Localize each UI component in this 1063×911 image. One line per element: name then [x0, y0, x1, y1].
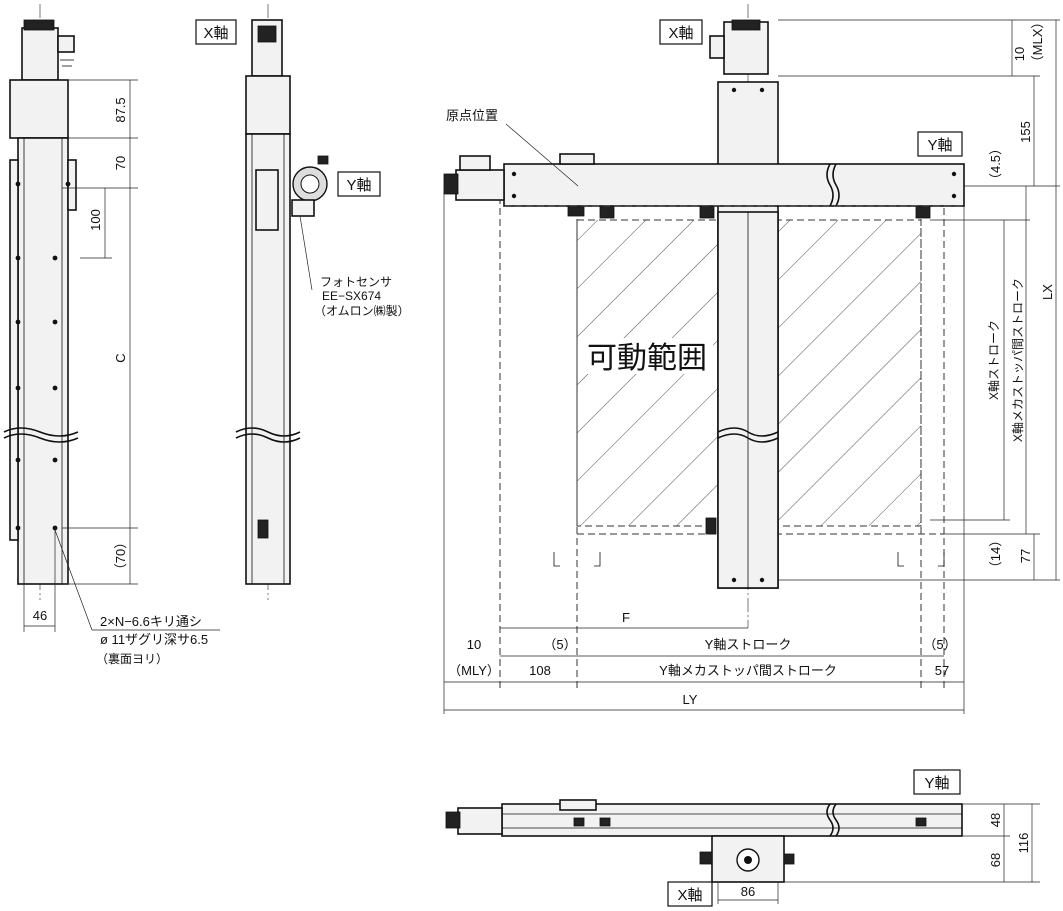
dim-10-x: 10 [1012, 47, 1027, 61]
x-axis-tag-1: X軸 [203, 25, 228, 42]
hole-note-2: ø 11ザグリ深サ6.5 [100, 632, 208, 647]
y-stroke-label: Y軸ストローク [705, 637, 792, 652]
y-axis-tag-1: Y軸 [346, 177, 371, 194]
dim-100: 100 [88, 209, 103, 231]
dim-155: 155 [1018, 121, 1033, 143]
dim-116: 116 [1016, 833, 1031, 854]
dim-5-left: （5） [543, 637, 576, 652]
photo-sensor [291, 155, 329, 217]
photo-sensor-maker: （オムロン㈱製） [314, 304, 410, 318]
dim-108: 108 [529, 663, 551, 678]
x-axis-front-view: 87.5 70 100 C （70） 46 2×N−6.6キリ通シ ø 11ザグ… [3, 4, 220, 666]
y-axis-tag-2: Y軸 [927, 137, 952, 154]
dim-70-paren: （70） [113, 536, 128, 576]
mounting-holes [15, 181, 71, 531]
dim-5-right: （5） [923, 637, 956, 652]
y-axis-tag-3: Y軸 [924, 775, 949, 792]
x-axis-tag-2: X軸 [668, 25, 693, 42]
origin-label: 原点位置 [446, 108, 498, 123]
x-mech-stroke-label: X軸メカストッパ間ストローク [1011, 278, 1025, 442]
dim-mlx: （MLX） [1030, 16, 1045, 69]
dim-86: 86 [741, 884, 755, 899]
dim-lx: LX [1040, 284, 1055, 300]
x-axis-side-view: X軸 Y軸 フォトセンサ EE−SX674 （オムロン㈱製） [195, 4, 410, 600]
dim-c: C [113, 353, 128, 362]
dim-87-5: 87.5 [113, 97, 128, 122]
dim-f: F [622, 610, 630, 625]
dim-4-5: （4.5） [988, 142, 1003, 186]
photo-sensor-label: フォトセンサ [320, 275, 392, 289]
dim-77: 77 [1018, 549, 1033, 563]
photo-sensor-model: EE−SX674 [322, 289, 381, 303]
dim-14: （14） [988, 534, 1003, 574]
dim-68: 68 [988, 853, 1003, 867]
movable-range-label: 可動範囲 [587, 342, 707, 375]
dim-mly: （MLY） [448, 663, 500, 678]
hole-note-3: （裏面ヨリ） [96, 651, 168, 666]
dim-46: 46 [33, 608, 47, 623]
dim-57: 57 [935, 663, 949, 678]
dim-10-y: 10 [467, 637, 481, 652]
x-axis-tag-3: X軸 [677, 887, 702, 904]
x-stroke-label: X軸ストローク [987, 320, 1001, 400]
y-axis-side-view: Y軸 X軸 86 48 68 116 [445, 769, 1040, 907]
hole-note-1: 2×N−6.6キリ通シ [100, 614, 202, 629]
xy-top-view: X軸 [443, 4, 1060, 714]
dim-70: 70 [113, 156, 128, 170]
y-mech-stroke-label: Y軸メカストッパ間ストローク [659, 663, 837, 678]
dim-48: 48 [988, 813, 1003, 827]
dim-ly: LY [683, 692, 698, 707]
